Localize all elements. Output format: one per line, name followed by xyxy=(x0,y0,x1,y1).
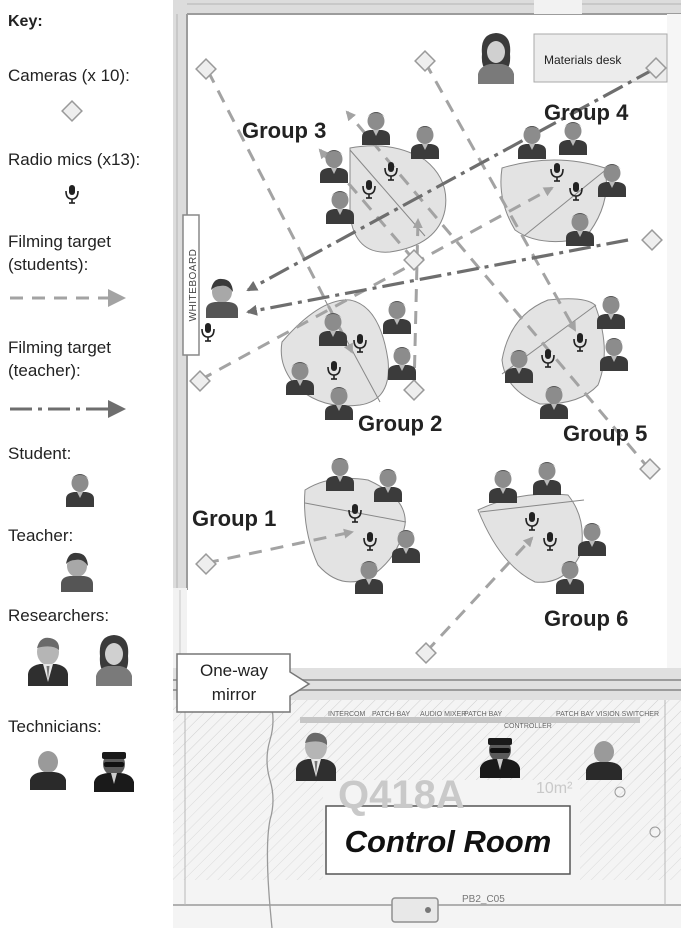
student-icon xyxy=(383,301,411,334)
camera-icon xyxy=(189,370,211,392)
plan-label: PATCH BAY xyxy=(556,711,594,718)
key-camera-icon xyxy=(61,100,83,122)
group-4-label: Group 4 xyxy=(544,100,629,125)
student-icon xyxy=(489,470,517,503)
key-technician-icon xyxy=(94,752,134,792)
group-6-label: Group 6 xyxy=(544,606,628,631)
camera-icon xyxy=(195,553,217,575)
key-cameras-label: Cameras (x 10): xyxy=(8,66,130,85)
researcher-icon xyxy=(478,33,514,84)
key-student-label: Student: xyxy=(8,444,72,463)
group-3-label: Group 3 xyxy=(242,118,326,143)
key-title: Key: xyxy=(8,13,43,30)
student-icon xyxy=(597,296,625,329)
key-teacher-icon xyxy=(61,552,93,592)
whiteboard-label: WHITEBOARD xyxy=(188,249,199,322)
key-researcher-icon xyxy=(96,635,132,686)
group-1-label: Group 1 xyxy=(192,506,276,531)
room-number: Q418A xyxy=(338,773,465,817)
control-room-label-box xyxy=(325,805,571,875)
control-room-title: Control Room xyxy=(345,824,552,859)
group-3-area xyxy=(349,145,447,253)
camera-icon xyxy=(403,379,425,401)
teacher-icon xyxy=(206,278,238,318)
whiteboard xyxy=(182,214,200,356)
plan-label: AUDIO MIXER xyxy=(420,711,466,718)
student-icon xyxy=(533,462,561,495)
one-way-mirror-label-line1: One-way xyxy=(200,661,269,680)
microphone-icon xyxy=(201,322,215,342)
key-filming-students-label-1: Filming target xyxy=(8,232,111,251)
plan-label: VISION SWITCHER xyxy=(596,711,659,718)
group-4-area xyxy=(500,159,609,243)
key-radio-mics-label: Radio mics (x13): xyxy=(8,150,141,169)
student-icon xyxy=(559,122,587,155)
key-student-icon xyxy=(66,474,94,507)
key-technicians-label: Technicians: xyxy=(8,717,102,736)
key-student-arrow xyxy=(10,289,126,307)
key-filming-teacher-label-1: Filming target xyxy=(8,338,111,357)
plan-label: CONTROLLER xyxy=(504,723,552,730)
key-filming-students-label-2: (students): xyxy=(8,255,89,274)
student-icon xyxy=(388,347,416,380)
camera-icon xyxy=(195,58,217,80)
camera-icon xyxy=(414,50,436,72)
one-way-mirror-callout xyxy=(176,653,311,713)
student-icon xyxy=(326,458,354,491)
group-2-label: Group 2 xyxy=(358,411,442,436)
camera-icon xyxy=(641,229,663,251)
key-teacher-label: Teacher: xyxy=(8,526,74,545)
materials-desk-label: Materials desk xyxy=(544,53,622,67)
key-researcher-icon xyxy=(28,637,68,686)
room-area-label: 10m² xyxy=(536,780,573,797)
plan-label: INTERCOM xyxy=(328,711,366,718)
plan-label: PB2_C05 xyxy=(462,894,505,905)
key-researchers-label: Researchers: xyxy=(8,606,110,625)
plan-label: PATCH BAY xyxy=(372,711,410,718)
key-microphone-icon xyxy=(65,184,79,204)
group-5-label: Group 5 xyxy=(563,421,647,446)
key-teacher-arrow xyxy=(10,400,126,418)
key-technician-icon xyxy=(30,751,66,790)
key-filming-teacher-label-2: (teacher): xyxy=(8,361,81,380)
student-icon xyxy=(362,112,390,145)
student-icon xyxy=(411,126,439,159)
one-way-mirror-label-line2: mirror xyxy=(212,685,257,704)
teacher-filming-arrows xyxy=(246,66,657,316)
classroom-walls xyxy=(173,0,681,668)
plan-label: PATCH BAY xyxy=(464,711,502,718)
